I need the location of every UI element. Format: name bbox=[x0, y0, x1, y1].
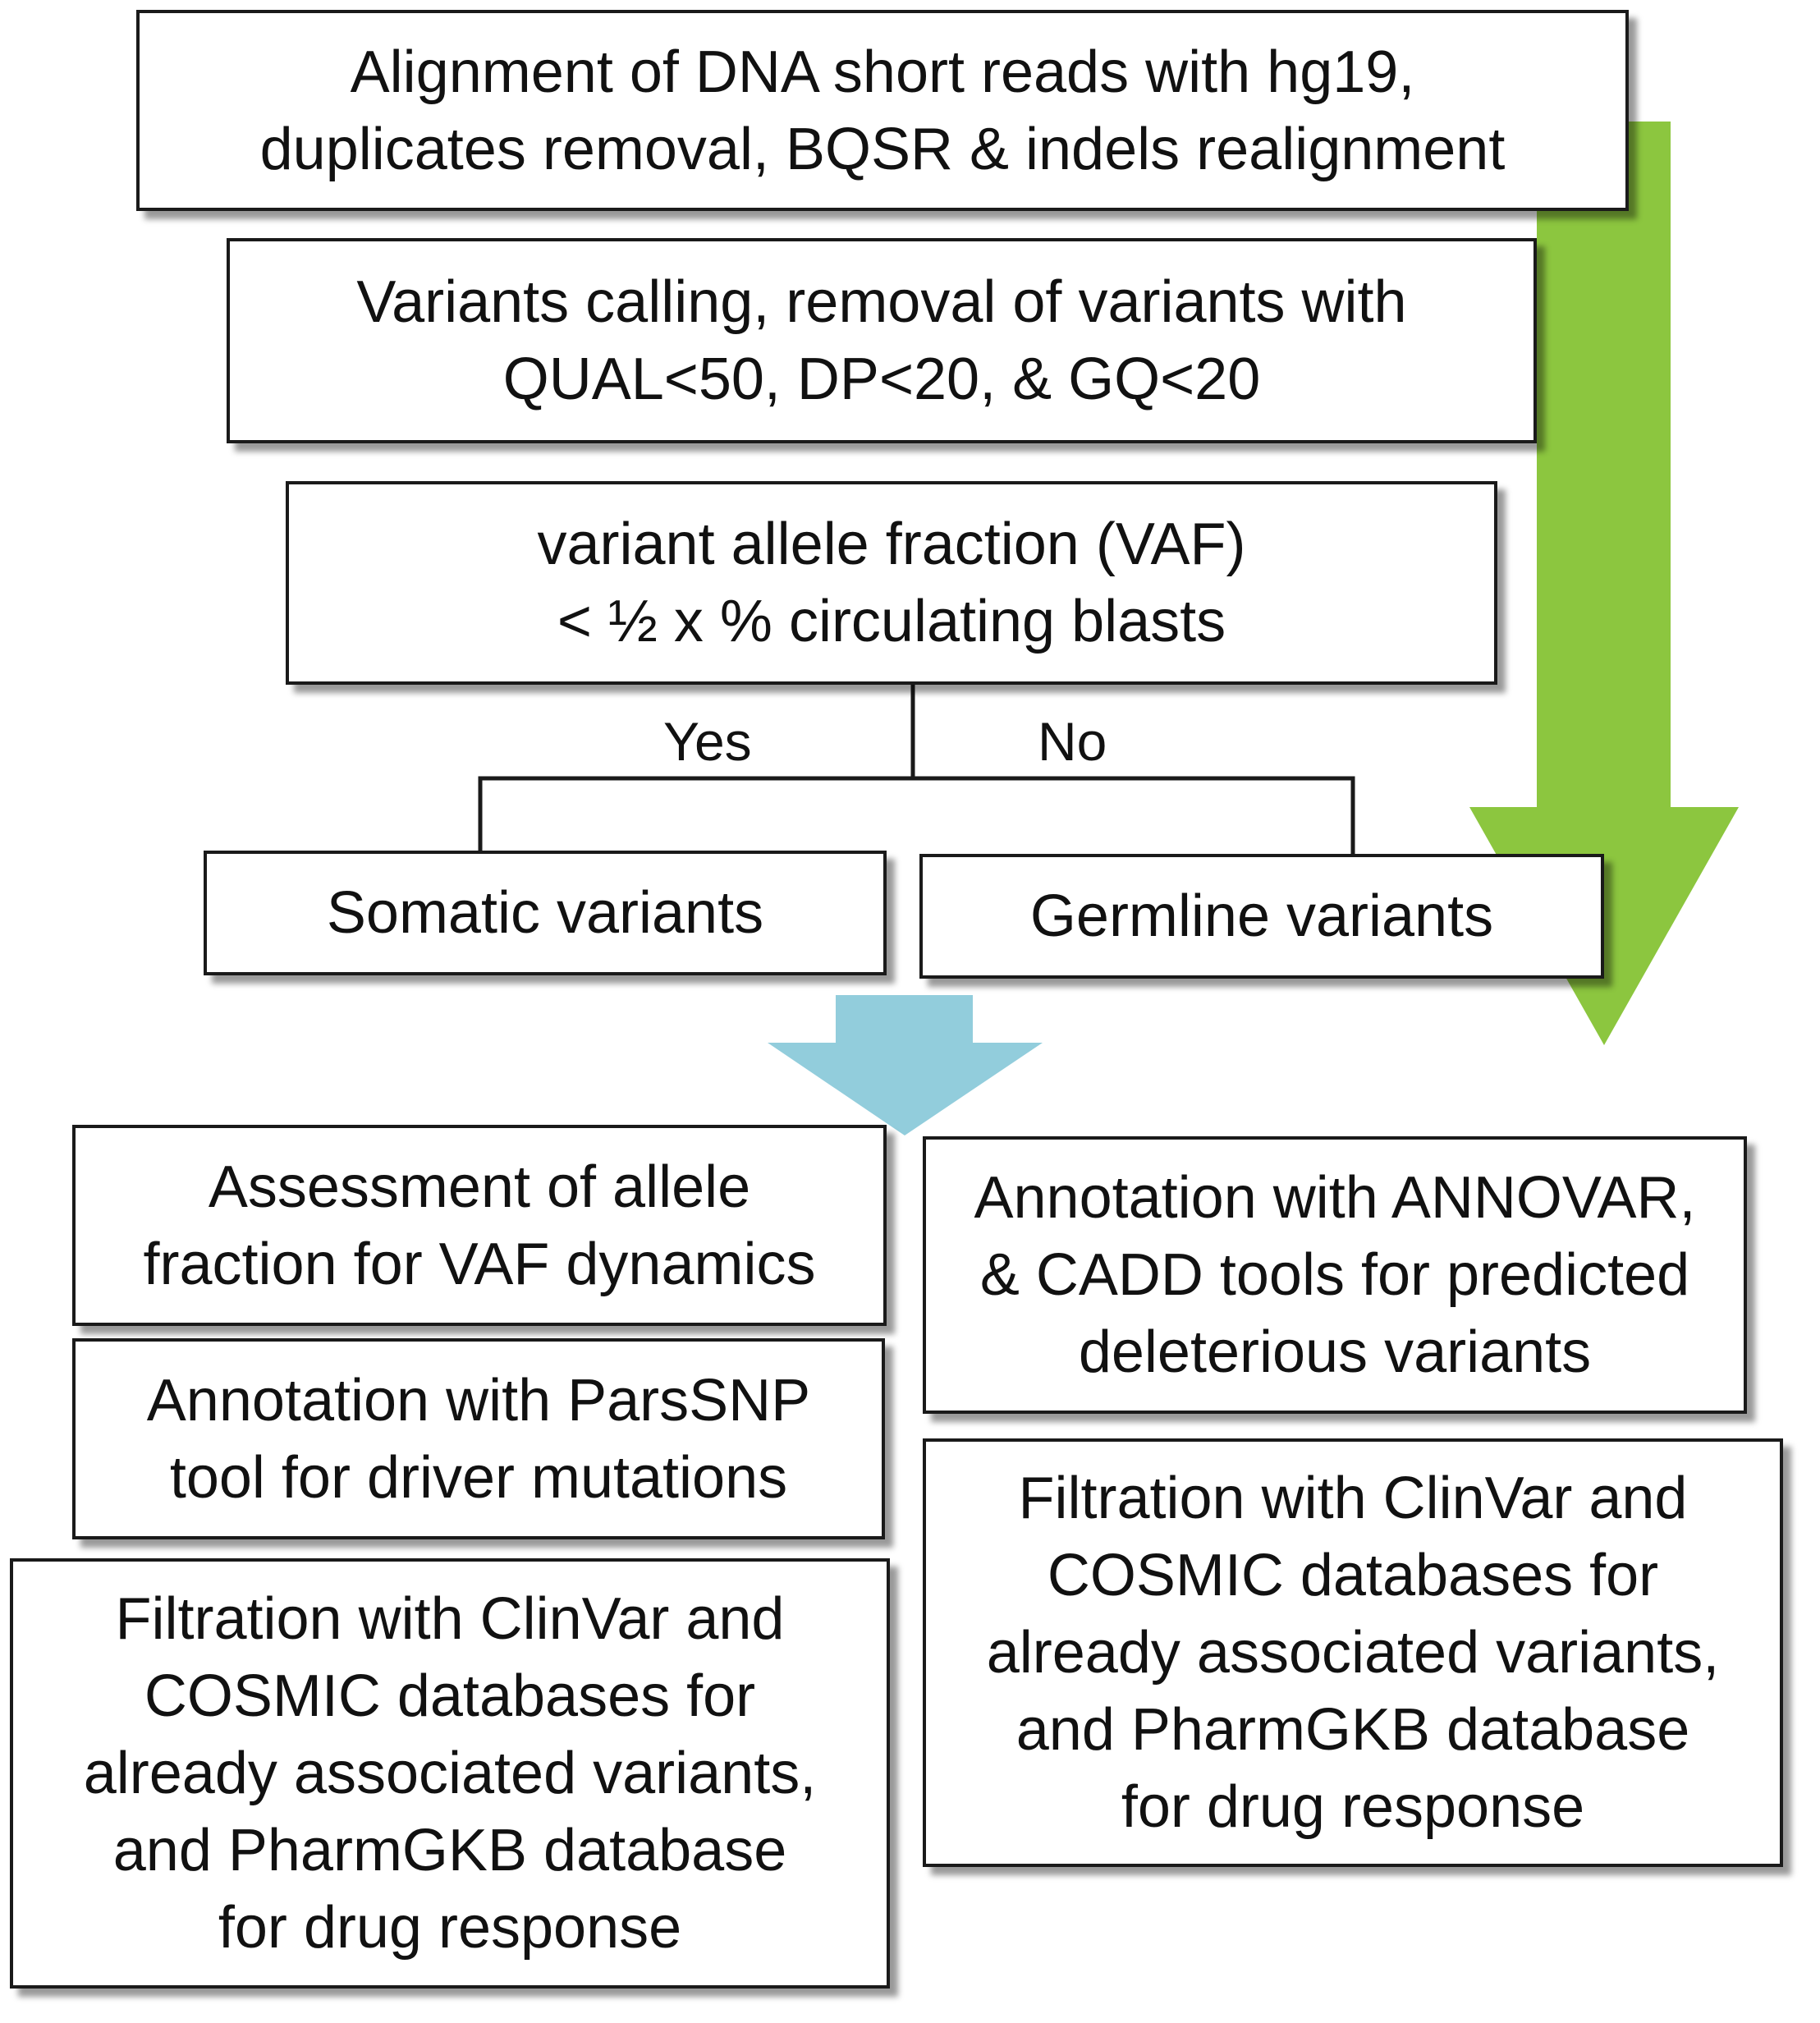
vaf-dynamics-line-1: Assessment of allele bbox=[208, 1154, 751, 1220]
variant-calling-line-1: Variants calling, removal of variants wi… bbox=[356, 269, 1407, 335]
germline-filtration-line-4: and PharmGKB database bbox=[1015, 1697, 1690, 1763]
blue-arrow bbox=[768, 995, 1043, 1135]
germline-variants-box: Germline variants bbox=[919, 854, 1604, 979]
somatic-filtration-line-1: Filtration with ClinVar and bbox=[115, 1586, 785, 1652]
somatic-filtration-line-5: for drug response bbox=[218, 1895, 682, 1961]
somatic-variants-box: Somatic variants bbox=[204, 851, 887, 975]
somatic-variants-label: Somatic variants bbox=[326, 880, 764, 946]
somatic-filtration-line-3: already associated variants, bbox=[83, 1741, 817, 1806]
yes-label: Yes bbox=[663, 711, 752, 772]
parssnp-line-1: Annotation with ParsSNP bbox=[146, 1367, 811, 1434]
annovar-line-2: & CADD tools for predicted bbox=[979, 1242, 1690, 1308]
annovar-cadd-annotation-box: Annotation with ANNOVAR, & CADD tools fo… bbox=[923, 1136, 1747, 1414]
germline-filtration-line-2: COSMIC databases for bbox=[1047, 1543, 1659, 1608]
vaf-dynamics-line-2: fraction for VAF dynamics bbox=[143, 1231, 816, 1297]
germline-filtration-box: Filtration with ClinVar and COSMIC datab… bbox=[923, 1438, 1783, 1867]
vaf-dynamics-assessment-box: Assessment of allele fraction for VAF dy… bbox=[72, 1125, 887, 1326]
alignment-step-line-2: duplicates removal, BQSR & indels realig… bbox=[259, 116, 1506, 182]
alignment-step-box: Alignment of DNA short reads with hg19, … bbox=[136, 10, 1629, 211]
germline-filtration-line-5: for drug response bbox=[1121, 1774, 1585, 1840]
vaf-decision-line-2: < ½ x % circulating blasts bbox=[557, 589, 1226, 654]
somatic-filtration-line-4: and PharmGKB database bbox=[112, 1818, 787, 1883]
germline-filtration-line-1: Filtration with ClinVar and bbox=[1018, 1466, 1688, 1531]
parssnp-line-2: tool for driver mutations bbox=[169, 1444, 788, 1511]
alignment-step-line-1: Alignment of DNA short reads with hg19, bbox=[350, 39, 1415, 105]
somatic-filtration-box: Filtration with ClinVar and COSMIC datab… bbox=[10, 1558, 890, 1989]
variant-calling-step-box: Variants calling, removal of variants wi… bbox=[227, 238, 1537, 443]
germline-filtration-line-3: already associated variants, bbox=[986, 1620, 1720, 1686]
variant-calling-line-2: QUAL<50, DP<20, & GQ<20 bbox=[502, 346, 1261, 412]
annovar-line-1: Annotation with ANNOVAR, bbox=[974, 1165, 1696, 1231]
no-label: No bbox=[1038, 711, 1107, 772]
parssnp-annotation-box: Annotation with ParsSNP tool for driver … bbox=[72, 1338, 885, 1539]
decision-connector bbox=[478, 683, 1355, 856]
somatic-filtration-line-2: COSMIC databases for bbox=[144, 1663, 756, 1729]
germline-variants-label: Germline variants bbox=[1029, 883, 1494, 949]
annovar-line-3: deleterious variants bbox=[1078, 1319, 1592, 1385]
vaf-decision-line-1: variant allele fraction (VAF) bbox=[537, 511, 1246, 577]
green-arrow bbox=[1469, 122, 1739, 1045]
vaf-decision-box: variant allele fraction (VAF) < ½ x % ci… bbox=[286, 481, 1497, 685]
